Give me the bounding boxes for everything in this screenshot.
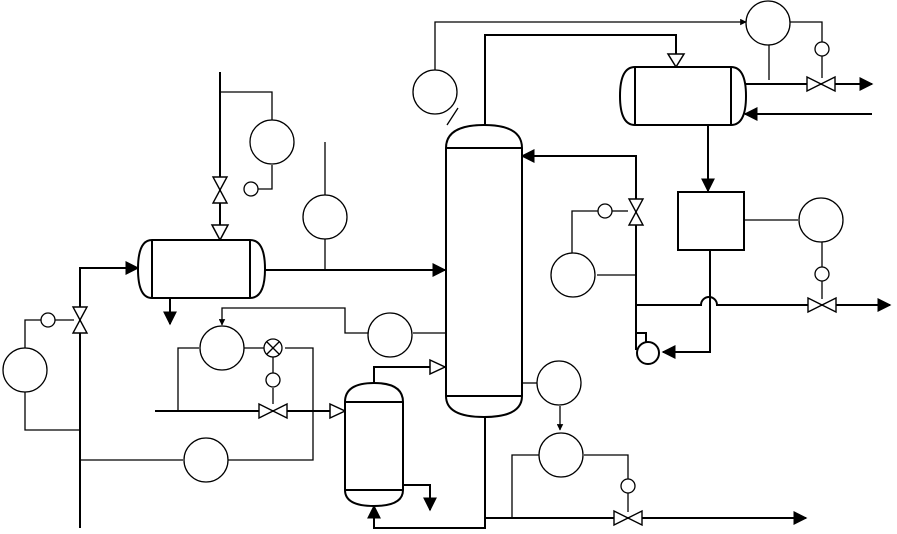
instrument-column-temp	[367, 312, 413, 358]
signal-lines	[24, 18, 823, 518]
hollow-arrows	[210, 53, 686, 420]
valve-distillate[interactable]	[807, 296, 837, 314]
computing-relay	[263, 338, 283, 358]
valve-feed[interactable]	[71, 306, 89, 334]
instrument-bottoms-flow	[538, 432, 584, 478]
valve-actuators	[40, 41, 830, 494]
valve-reflux[interactable]	[627, 198, 645, 226]
instrument-preheat-temp	[302, 194, 348, 240]
instrument-drum-level	[798, 197, 844, 243]
reboiler[interactable]	[344, 381, 404, 508]
overhead-condenser[interactable]	[618, 66, 748, 126]
instrument-bottom-level	[536, 360, 582, 406]
valve-vent[interactable]	[806, 75, 836, 93]
instrument-bubbles	[2, 0, 844, 483]
reflux-pump[interactable]	[635, 332, 660, 365]
valve-bottoms[interactable]	[613, 509, 643, 527]
instrument-reflux-flow	[550, 252, 596, 298]
instrument-cascade-controller	[199, 325, 245, 371]
reflux-drum[interactable]	[677, 191, 745, 251]
instrument-feed-ratio	[183, 437, 229, 483]
distillation-column[interactable]	[445, 123, 523, 419]
instrument-condenser-pressure	[745, 0, 791, 46]
valve-steam[interactable]	[258, 402, 288, 420]
instrument-heating-controller	[249, 119, 295, 165]
valve-heating-medium[interactable]	[211, 176, 229, 204]
feed-preheater[interactable]	[136, 239, 267, 299]
instrument-column-pressure	[412, 69, 458, 115]
instrument-feed-flow	[2, 347, 48, 393]
